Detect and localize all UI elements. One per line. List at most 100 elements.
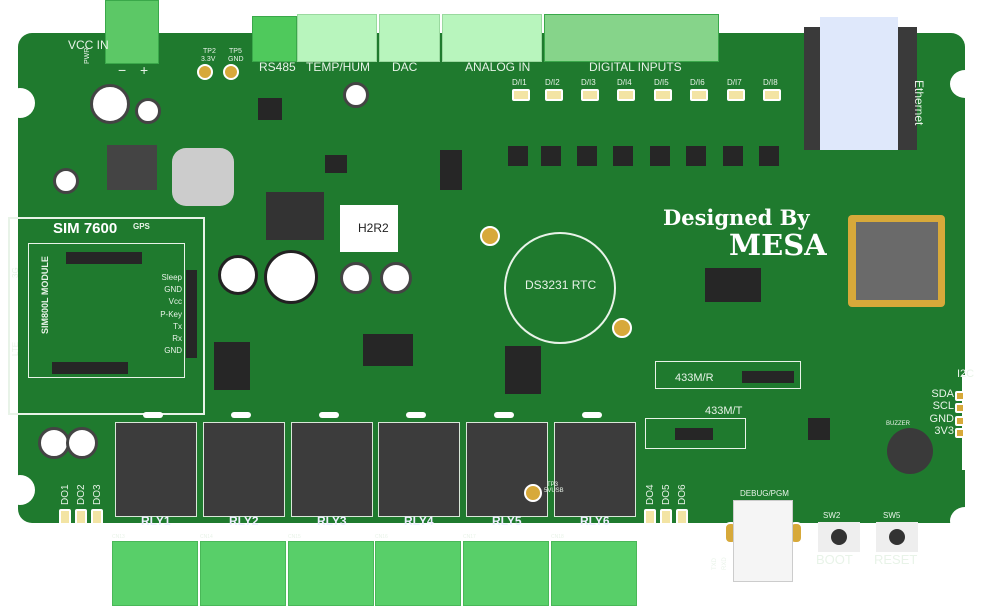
dac-label: DAC [392, 60, 418, 74]
sim-pin-label: Sleep [161, 273, 182, 282]
optocoupler [508, 146, 528, 166]
rxd-led-label: RXD [722, 557, 728, 570]
gps-led-label: GPS [133, 222, 150, 231]
relay-4 [378, 422, 460, 517]
connector-ref-label: CN17 [463, 534, 476, 540]
433m-transmitter-label: 433M/T [705, 405, 743, 417]
relay-output-connector[interactable] [375, 541, 461, 606]
433m-receiver-outline [655, 361, 801, 389]
sw2-label: SW2 [823, 511, 841, 520]
designer-text: Designed By [663, 205, 810, 230]
relay-5 [466, 422, 548, 517]
digital-output-label: DO2 [76, 484, 87, 505]
i2c-pin-label: SCL [932, 400, 954, 413]
vcc-in-connector[interactable] [105, 0, 159, 64]
optocoupler [541, 146, 561, 166]
relay-2 [203, 422, 285, 517]
esp32-shield [856, 222, 938, 300]
tp2-pad[interactable] [197, 64, 213, 80]
i2c-pin-pad[interactable] [955, 415, 965, 426]
digital-input-led-label: D/I6 [690, 78, 705, 87]
sim-pin-header[interactable] [186, 270, 197, 358]
digital-input-led-label: D/I3 [581, 78, 596, 87]
i2c-pin-pad[interactable] [955, 427, 965, 438]
digital-input-led [654, 89, 672, 101]
relay-output-connector[interactable] [200, 541, 286, 606]
optocoupler [686, 146, 706, 166]
buzzer-label: BUZZER [886, 421, 910, 427]
digital-input-led-label: D/I4 [617, 78, 632, 87]
tp3-label: TP3 [547, 482, 559, 488]
i2c-label: I2C [957, 368, 975, 380]
mounting-pad [480, 226, 500, 246]
tp2-value: 3.3V [201, 56, 216, 63]
reset-button-cap [889, 529, 905, 545]
relay-output-connector[interactable] [463, 541, 549, 606]
433m-receiver-label: 433M/R [675, 372, 714, 384]
relay-label: RLY6 [580, 514, 610, 528]
boot-label: BOOT [816, 552, 853, 567]
reset-button[interactable] [876, 522, 918, 552]
boot-button[interactable] [818, 522, 860, 552]
digital-input-led [690, 89, 708, 101]
digital-output-label: DO5 [661, 484, 672, 505]
analog-in-label: ANALOG IN [465, 60, 531, 74]
relay-3 [291, 422, 373, 517]
capacitor [135, 98, 161, 124]
i2c-pin-pad[interactable] [955, 391, 965, 401]
temp-hum-label: TEMP/HUM [306, 60, 370, 74]
mounting-notch [5, 475, 35, 505]
digital-input-led-label: D/I5 [654, 78, 669, 87]
sw5-label: SW5 [883, 511, 901, 520]
ic [705, 268, 761, 302]
digital-output-led [644, 509, 656, 525]
i2c-pin-label: SDA [931, 388, 954, 400]
relay-output-connector[interactable] [112, 541, 198, 606]
relay-output-connector[interactable] [551, 541, 637, 606]
tp5-value: GND [228, 56, 244, 63]
vcc-in-label: VCC IN [68, 38, 109, 52]
mounting-notch [950, 507, 980, 535]
digital-output-led [676, 509, 688, 525]
tp2-label: TP2 [203, 48, 216, 55]
i2c-pin-pad[interactable] [955, 403, 965, 414]
txd-led-label: TXD [712, 558, 718, 570]
capacitor [66, 427, 98, 459]
dac-connector[interactable] [379, 14, 440, 62]
buzzer [887, 428, 933, 474]
433m-transmitter-header[interactable] [675, 428, 713, 440]
connector-ref-label: CN15 [288, 534, 301, 540]
sim-pin-label: GND [164, 285, 182, 295]
sim800l-outline [28, 243, 185, 378]
relay-output-connector[interactable] [288, 541, 374, 606]
designer-name: MESA [729, 228, 827, 262]
analog-in-connector[interactable] [442, 14, 542, 62]
optocoupler [613, 146, 633, 166]
sim800l-header-bottom [52, 362, 128, 374]
connector-ref-label: CN18 [551, 534, 564, 540]
digital-output-led [59, 509, 71, 525]
vcc-plus-label: + [140, 62, 149, 78]
usb-port[interactable] [733, 500, 793, 582]
rtc-label: DS3231 RTC [525, 278, 597, 292]
relay-label: RLY4 [404, 514, 434, 528]
optocoupler [759, 146, 779, 166]
rs485-connector[interactable] [252, 16, 297, 62]
relay-1 [115, 422, 197, 517]
temp-hum-connector[interactable] [297, 14, 377, 62]
mounting-pad [612, 318, 632, 338]
digital-output-led [660, 509, 672, 525]
sim7600-outline [8, 217, 205, 415]
tp3-pad[interactable] [524, 484, 542, 502]
433m-receiver-header[interactable] [742, 371, 794, 383]
relay-6 [554, 422, 636, 517]
capacitor [340, 262, 372, 294]
rtc-battery-holder [504, 232, 616, 344]
tp3-value: 5VUSB [544, 488, 564, 494]
capacitor [264, 250, 318, 304]
connector-ref-label: CN13 [112, 534, 125, 540]
digital-inputs-connector[interactable] [544, 14, 719, 62]
connector-ref-label: CN16 [375, 534, 388, 540]
tp5-pad[interactable] [223, 64, 239, 80]
digital-output-label: DO1 [60, 484, 71, 505]
